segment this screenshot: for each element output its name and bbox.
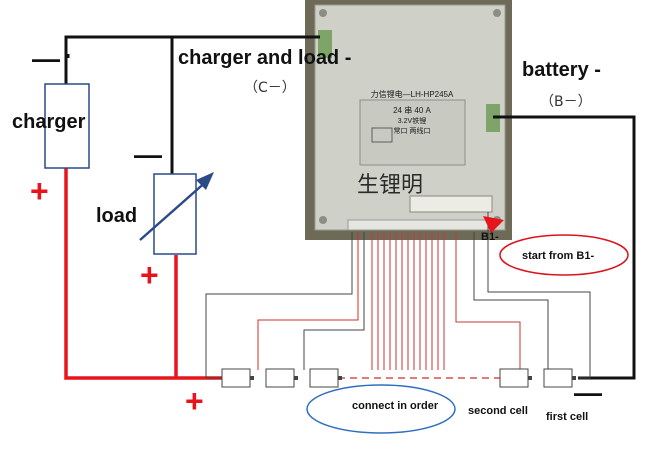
battery-cell xyxy=(221,368,251,388)
board-watermark: 生锂明 xyxy=(357,172,423,197)
board-brand: 力信锂电—LH-HP245A xyxy=(371,89,454,99)
spec-symbol xyxy=(371,127,393,143)
cell-terminal xyxy=(338,376,342,380)
c-terminal xyxy=(318,30,332,58)
load-minus-sign: — xyxy=(134,139,162,170)
positive-wires xyxy=(64,168,222,380)
load-label: load xyxy=(96,205,137,227)
second-cell-label: second cell xyxy=(468,405,528,417)
battery-plus-sign: + xyxy=(185,383,204,419)
cell-terminal xyxy=(250,376,254,380)
load-plus-sign: + xyxy=(140,257,159,293)
c-minus-label: （C－） xyxy=(244,80,296,96)
battery-cell xyxy=(265,368,295,388)
first-cell-label: first cell xyxy=(546,411,588,423)
start-from-b1-text: start from B1- xyxy=(522,250,594,262)
negative-wires xyxy=(64,35,636,380)
battery-cell-first xyxy=(543,368,573,388)
charger-box xyxy=(44,83,90,169)
charger-minus-sign: — xyxy=(32,43,60,74)
load-arrow-head xyxy=(196,172,214,190)
cell-terminal xyxy=(528,376,532,380)
battery-label: battery - xyxy=(522,59,601,81)
load-box xyxy=(153,173,197,255)
charger-label: charger xyxy=(12,111,86,133)
charger-plus-sign: + xyxy=(30,173,49,209)
battery-cell xyxy=(309,368,339,388)
b1-pointer-arrow-icon xyxy=(483,216,504,233)
board-spec-1: 24 串 40 A xyxy=(393,106,431,115)
bms-board: 力信锂电—LH-HP245A 24 串 40 A 3.2V铁锂 常口 两线口 生… xyxy=(305,0,512,240)
charger-and-load-label: charger and load - xyxy=(178,47,351,69)
board-spec-3: 常口 两线口 xyxy=(394,126,431,135)
connect-in-order-text: connect in order xyxy=(352,400,439,412)
battery-cells xyxy=(221,368,576,388)
sampling-harness xyxy=(205,212,591,379)
load-arrow-shaft xyxy=(139,179,209,241)
b-minus-label: （B－） xyxy=(540,94,592,110)
b1-label: B1- xyxy=(481,231,499,243)
balance-header xyxy=(347,219,489,231)
screw-hole xyxy=(319,9,327,17)
screw-hole xyxy=(319,216,327,224)
cell-terminal xyxy=(572,376,576,380)
load-symbol xyxy=(139,172,214,255)
cell-terminal xyxy=(294,376,298,380)
balance-connector xyxy=(409,195,493,213)
board-spec-2: 3.2V铁锂 xyxy=(398,116,426,125)
battery-cell-second xyxy=(499,368,529,388)
screw-hole xyxy=(493,9,501,17)
connect-in-order-callout xyxy=(306,384,456,434)
battery-minus-sign: — xyxy=(574,377,602,408)
spec-label xyxy=(359,99,466,166)
start-from-b1-callout xyxy=(499,234,629,276)
